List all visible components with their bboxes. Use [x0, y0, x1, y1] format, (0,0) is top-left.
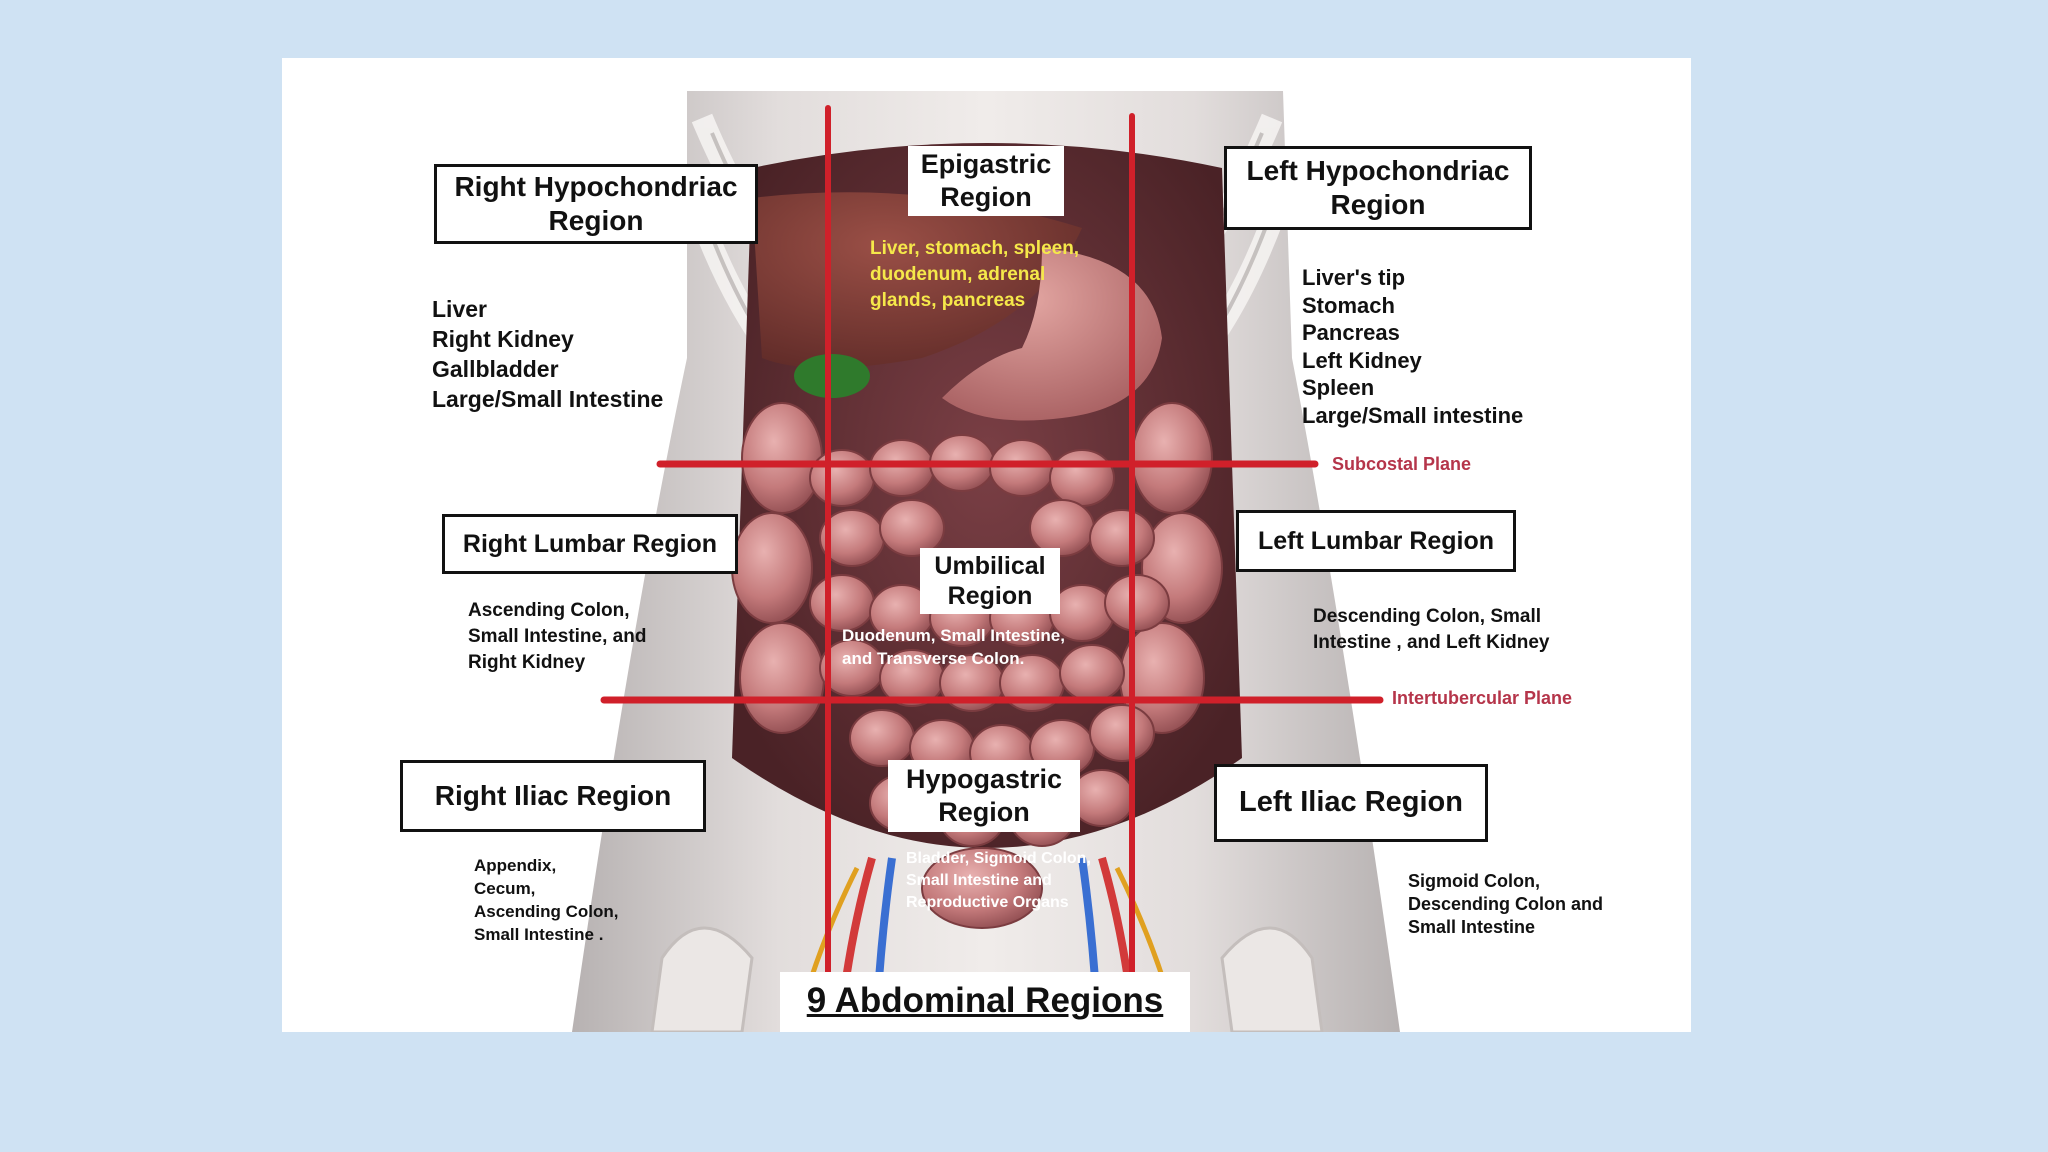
left-iliac-label: Left Iliac Region	[1214, 764, 1488, 842]
intertubercular-plane-label: Intertubercular Plane	[1392, 688, 1573, 708]
stomach	[942, 248, 1162, 421]
diagram-title: 9 Abdominal Regions	[780, 972, 1190, 1032]
right-hypochondriac-organs: Liver Right Kidney Gallbladder Large/Sma…	[432, 296, 664, 412]
hip-bones	[650, 926, 1324, 1032]
right-iliac-label: Right Iliac Region	[400, 760, 706, 832]
right-lumbar-organs: Ascending Colon, Small Intestine, and Ri…	[468, 600, 647, 673]
epigastric-label: Epigastric Region	[908, 146, 1064, 216]
umbilical-label: Umbilical Region	[920, 548, 1060, 614]
epigastric-organs: Liver, stomach, spleen, duodenum, adrena…	[870, 238, 1080, 311]
abdomen-illustration	[572, 91, 1400, 1032]
gallbladder	[794, 354, 870, 398]
left-iliac-organs: Sigmoid Colon, Descending Colon and Smal…	[1408, 871, 1604, 937]
intestine-loops	[731, 402, 1223, 929]
left-lumbar-label: Left Lumbar Region	[1236, 510, 1516, 572]
left-hypochondriac-label: Left Hypochondriac Region	[1224, 146, 1532, 230]
hypogastric-organs: Bladder, Sigmoid Colon, Small Intestine …	[906, 850, 1091, 911]
diagram-slide: Right Hypochondriac Region Epigastric Re…	[282, 58, 1691, 1032]
right-hypochondriac-label: Right Hypochondriac Region	[434, 164, 758, 244]
left-lumbar-organs: Descending Colon, Small Intestine , and …	[1313, 606, 1550, 653]
right-iliac-organs: Appendix, Cecum, Ascending Colon, Small …	[474, 856, 619, 944]
right-lumbar-label: Right Lumbar Region	[442, 514, 738, 574]
hypogastric-label: Hypogastric Region	[888, 760, 1080, 832]
umbilical-organs: Duodenum, Small Intestine, and Transvers…	[842, 626, 1065, 668]
left-hypochondriac-organs: Liver's tip Stomach Pancreas Left Kidney…	[1302, 265, 1524, 428]
liver	[752, 192, 1082, 368]
subcostal-plane-label: Subcostal Plane	[1332, 454, 1472, 474]
region-grid-lines	[600, 105, 1384, 1021]
